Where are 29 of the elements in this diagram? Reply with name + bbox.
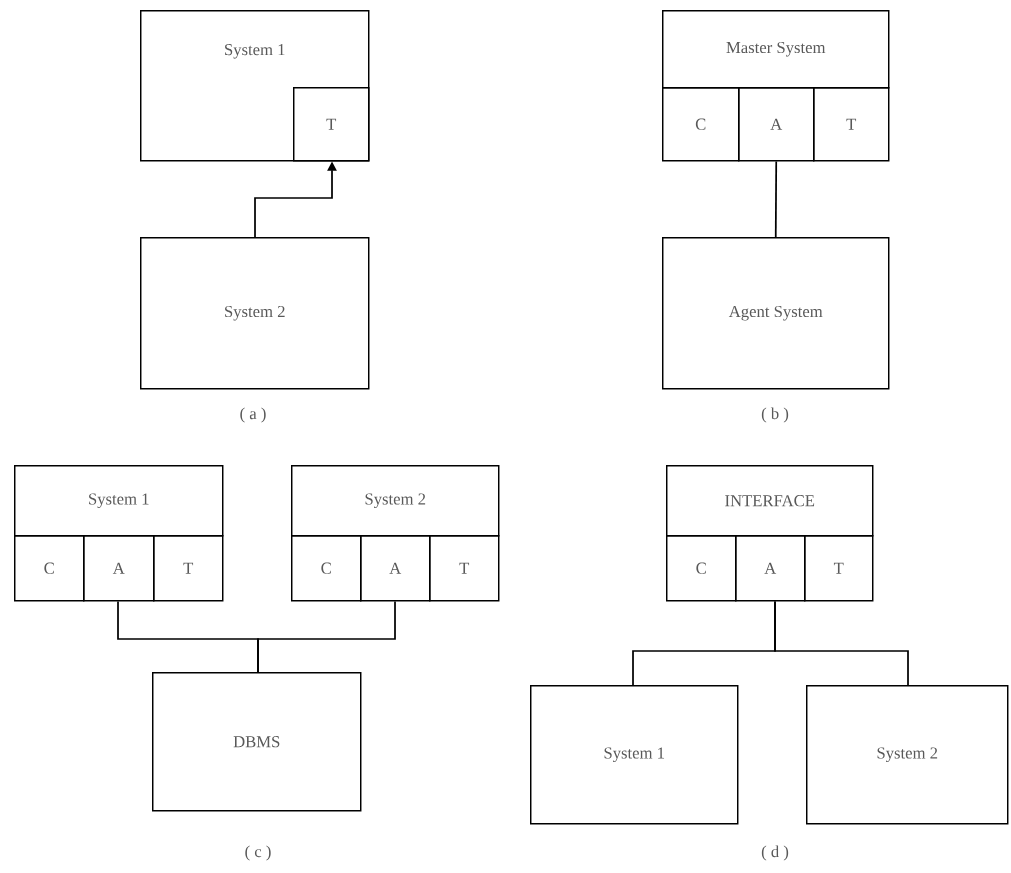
system-box: System 2 bbox=[140, 237, 370, 390]
system-box: C bbox=[14, 535, 85, 602]
system-box: A bbox=[83, 535, 155, 602]
system-box: T bbox=[813, 87, 890, 162]
connector bbox=[257, 600, 396, 673]
connector bbox=[774, 600, 909, 686]
system-box: A bbox=[360, 535, 431, 602]
panel-caption: ( a ) bbox=[240, 407, 266, 423]
inner-box: T bbox=[293, 87, 370, 162]
system-box: T bbox=[804, 535, 874, 602]
system-box: A bbox=[738, 87, 815, 162]
system-box: T bbox=[153, 535, 224, 602]
system-box: Agent System bbox=[662, 237, 890, 390]
system-box: C bbox=[662, 87, 740, 162]
panel-caption: ( d ) bbox=[761, 845, 789, 861]
system-box: System 2 bbox=[806, 685, 1009, 825]
system-box: System 1 bbox=[14, 465, 224, 537]
system-box: T bbox=[429, 535, 500, 602]
system-box: System 1 bbox=[530, 685, 739, 825]
system-box: System 2 bbox=[291, 465, 500, 537]
system-box: DBMS bbox=[152, 672, 362, 812]
system-box: Master System bbox=[662, 10, 890, 89]
system-box: C bbox=[666, 535, 737, 602]
panel-caption: ( c ) bbox=[245, 845, 271, 861]
system-box: C bbox=[291, 535, 362, 602]
connector bbox=[774, 160, 778, 238]
panel-caption: ( b ) bbox=[761, 407, 789, 423]
system-box: A bbox=[735, 535, 806, 602]
system-box: INTERFACE bbox=[666, 465, 874, 537]
